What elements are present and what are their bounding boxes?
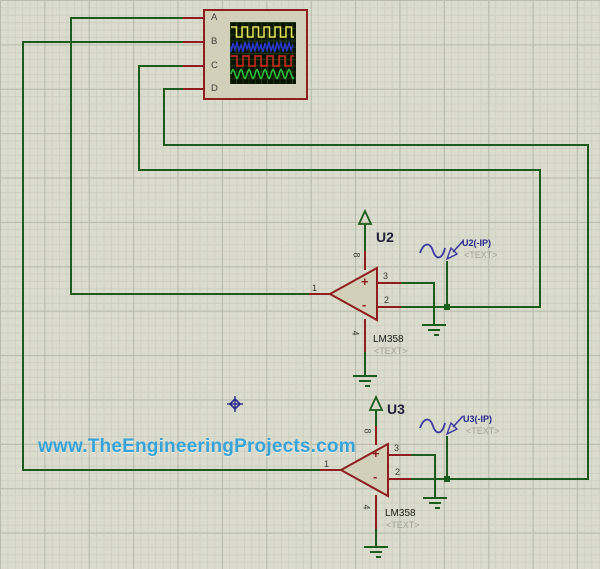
wire-segment[interactable]	[364, 349, 366, 376]
ground-symbol-icon[interactable]	[364, 546, 388, 548]
ground-symbol-icon	[429, 502, 441, 504]
wire-segment[interactable]	[375, 410, 377, 429]
opamp-u3-pin8-label: 8	[362, 428, 373, 434]
wire-segment[interactable]	[70, 17, 185, 19]
pin-stub[interactable]	[387, 478, 411, 480]
ground-symbol-icon[interactable]	[423, 497, 447, 499]
signal-generator-icon[interactable]	[418, 238, 466, 264]
wire-segment[interactable]	[364, 224, 366, 254]
opamp-u2-plus-sign: +	[361, 274, 369, 289]
pin-stub[interactable]	[183, 65, 204, 67]
scope-channel-c-label: C	[211, 60, 218, 71]
scope-channel-b-label: B	[211, 36, 218, 47]
wire-segment[interactable]	[163, 88, 165, 146]
pin-stub[interactable]	[364, 251, 366, 270]
wire-segment[interactable]	[138, 65, 185, 67]
scope-trace-b	[230, 40, 294, 54]
ground-symbol-icon	[434, 507, 440, 509]
pin-stub[interactable]	[320, 469, 343, 471]
signal-generator-icon[interactable]	[418, 413, 466, 439]
generator-u3-label: U3(-IP)	[463, 414, 492, 424]
wire-segment[interactable]	[138, 65, 140, 171]
opamp-u3-pin1-label: 1	[324, 459, 330, 469]
pin-stub[interactable]	[376, 282, 401, 284]
opamp-u2-ref: U2	[376, 229, 394, 245]
generator-u3-text-placeholder: <TEXT>	[466, 426, 500, 436]
wire-junction-dot	[444, 476, 450, 482]
wire-segment[interactable]	[70, 17, 72, 295]
scope-channel-a-label: A	[211, 12, 218, 23]
opamp-u3-part: LM358	[385, 508, 416, 519]
wire-segment[interactable]	[138, 169, 541, 171]
opamp-u2-pin3-label: 3	[383, 271, 389, 281]
scope-trace-d	[230, 68, 295, 80]
opamp-u2-pin4-label: 4	[350, 330, 361, 336]
pin-stub[interactable]	[375, 495, 377, 529]
pin-stub[interactable]	[364, 319, 366, 352]
pin-stub[interactable]	[183, 88, 204, 90]
ground-symbol-icon	[375, 556, 381, 558]
opamp-u3-plus-sign: +	[372, 446, 380, 461]
ground-symbol-icon	[433, 334, 439, 336]
wire-segment[interactable]	[163, 144, 589, 146]
oscilloscope-waveforms-icon	[230, 26, 295, 80]
watermark-text: www.TheEngineeringProjects.com	[38, 436, 356, 457]
opamp-u3-ref: U3	[387, 401, 405, 417]
opamp-u3-pin3-label: 3	[394, 443, 400, 453]
power-arrow-icon[interactable]	[368, 394, 384, 412]
opamp-u3-pin4-label: 4	[361, 504, 372, 510]
opamp-u2-pin1-label: 1	[312, 283, 318, 293]
generator-u2-text-placeholder: <TEXT>	[464, 250, 498, 260]
scope-channel-d-label: D	[211, 83, 218, 94]
oscilloscope-screen	[230, 22, 296, 84]
wire-segment[interactable]	[446, 436, 448, 480]
power-arrow-icon[interactable]	[357, 208, 373, 226]
scope-trace-a	[231, 26, 294, 38]
wire-segment[interactable]	[22, 41, 185, 43]
scope-trace-c	[231, 55, 294, 67]
wire-segment[interactable]	[375, 526, 377, 547]
wire-segment[interactable]	[22, 469, 322, 471]
wire-segment[interactable]	[446, 261, 448, 308]
wire-segment[interactable]	[399, 306, 541, 308]
opamp-u2-pin2-label: 2	[384, 295, 390, 305]
opamp-u2-body[interactable]	[327, 266, 380, 323]
origin-marker-icon	[227, 396, 243, 412]
opamp-u3-minus-sign: -	[373, 469, 378, 484]
generator-u2-label: U2(-IP)	[462, 238, 491, 248]
opamp-u2-part: LM358	[373, 334, 404, 345]
ground-symbol-icon	[370, 551, 382, 553]
opamp-u3-text-placeholder: <TEXT>	[386, 520, 420, 530]
pin-stub[interactable]	[183, 41, 204, 43]
ground-symbol-icon[interactable]	[353, 375, 377, 377]
ground-symbol-icon[interactable]	[422, 324, 446, 326]
wire-segment[interactable]	[163, 88, 185, 90]
opamp-u2-minus-sign: -	[362, 297, 367, 312]
ground-symbol-icon	[359, 380, 371, 382]
wire-segment[interactable]	[22, 41, 24, 471]
pin-stub[interactable]	[387, 454, 411, 456]
ground-symbol-icon	[364, 385, 370, 387]
wire-segment[interactable]	[587, 144, 589, 480]
pin-stub[interactable]	[309, 293, 332, 295]
pin-stub[interactable]	[183, 17, 204, 19]
wire-segment[interactable]	[409, 478, 589, 480]
wire-segment[interactable]	[70, 293, 311, 295]
wire-segment[interactable]	[434, 454, 436, 498]
opamp-u3-body[interactable]	[338, 442, 391, 499]
pin-stub[interactable]	[375, 426, 377, 445]
wire-segment[interactable]	[539, 169, 541, 308]
wire-segment[interactable]	[409, 454, 436, 456]
wire-junction-dot	[444, 304, 450, 310]
opamp-u2-pin8-label: 8	[351, 252, 362, 258]
wire-segment[interactable]	[399, 282, 435, 284]
opamp-u2-text-placeholder: <TEXT>	[374, 346, 408, 356]
opamp-u3-pin2-label: 2	[395, 467, 401, 477]
pin-stub[interactable]	[376, 306, 401, 308]
ground-symbol-icon	[428, 329, 440, 331]
wire-segment[interactable]	[433, 282, 435, 325]
